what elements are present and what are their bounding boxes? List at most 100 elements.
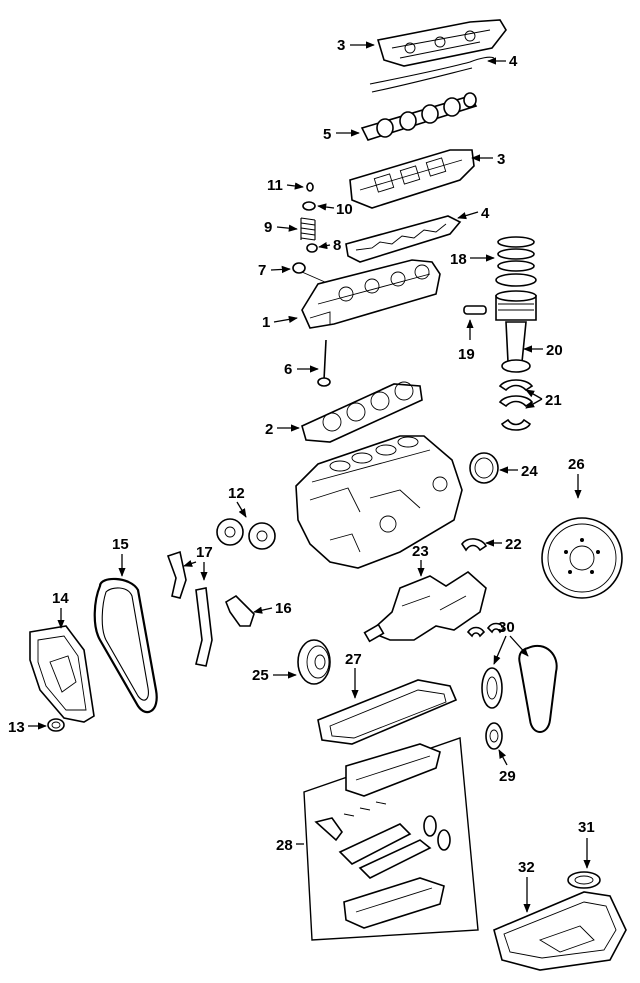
part-18-piston-rings (495, 236, 537, 287)
part-piston (495, 290, 537, 321)
part-3-lower-cam-carrier (349, 149, 475, 209)
part-25-crank-pulley (297, 639, 331, 685)
callout-15-label: 15 (112, 536, 129, 553)
callout-4-upper-label: 4 (509, 53, 518, 70)
callout-2-label: 2 (265, 421, 273, 438)
part-engine-block (295, 435, 463, 569)
part-29-sprocket (485, 722, 503, 750)
part-21-rod-bearings (498, 379, 534, 431)
callout-3-upper-label: 3 (337, 37, 345, 54)
callout-12-label: 12 (228, 485, 245, 502)
callout-13: 13 (8, 719, 47, 736)
part-crank-bearing-shells (466, 622, 506, 638)
callout-22-label: 22 (505, 536, 522, 553)
callout-3-lower-label: 3 (497, 151, 505, 168)
part-28-balance-shaft-kit (303, 737, 479, 941)
callout-10: 10 (317, 201, 353, 218)
part-13-front-seal (47, 718, 65, 732)
callout-15: 15 (112, 536, 129, 577)
callout-26-label: 26 (568, 456, 585, 473)
callout-22: 22 (485, 536, 522, 553)
callout-19-label: 19 (458, 346, 475, 363)
callout-14: 14 (52, 590, 69, 629)
callout-4-lower-label: 4 (481, 205, 490, 222)
callout-12: 12 (228, 485, 247, 518)
callout-11: 11 (267, 177, 304, 194)
callout-16-label: 16 (275, 600, 292, 617)
callout-31-label: 31 (578, 819, 595, 836)
part-10-spring-retainer (302, 201, 316, 211)
part-2-head-gasket (301, 381, 423, 443)
callout-4-upper: 4 (487, 53, 518, 70)
part-27-oil-pan-gasket (317, 679, 458, 745)
callout-25-label: 25 (252, 667, 269, 684)
callout-13-label: 13 (8, 719, 25, 736)
part-4-lower-gasket (345, 215, 462, 263)
callout-21: 21 (525, 389, 562, 409)
callout-11-label: 11 (267, 177, 283, 194)
part-7-spring-seat (292, 262, 335, 287)
callout-24: 24 (499, 463, 538, 480)
callout-20: 20 (523, 342, 563, 359)
callout-8-label: 8 (333, 237, 341, 254)
callout-29-label: 29 (499, 768, 516, 785)
callout-29: 29 (498, 749, 516, 785)
callout-7-label: 7 (258, 262, 266, 279)
part-8-valve-seal (306, 243, 318, 253)
callout-26: 26 (568, 456, 585, 499)
callout-30: 30 (493, 619, 529, 665)
callout-18: 18 (450, 251, 495, 268)
callout-17-label: 17 (196, 544, 213, 561)
callout-7: 7 (258, 262, 291, 279)
part-26-flywheel (541, 517, 623, 599)
callout-17: 17 (183, 544, 213, 581)
callout-24-label: 24 (521, 463, 538, 480)
callout-25: 25 (252, 667, 297, 684)
callout-3-upper: 3 (337, 37, 375, 54)
callout-3-lower: 3 (471, 151, 505, 168)
callout-2: 2 (265, 421, 300, 438)
callout-6-label: 6 (284, 361, 292, 378)
part-31-drain-plug-seal (567, 871, 601, 889)
part-32-oil-pan (493, 891, 627, 971)
callout-23: 23 (412, 543, 429, 577)
part-11-valve-keeper (306, 182, 314, 192)
callout-31: 31 (578, 819, 595, 869)
callout-20-label: 20 (546, 342, 563, 359)
callout-27: 27 (345, 651, 362, 699)
part-22-main-bearing (461, 538, 488, 552)
callout-5-label: 5 (323, 126, 331, 143)
callout-14-label: 14 (52, 590, 69, 607)
callout-32-label: 32 (518, 859, 535, 876)
callout-4-lower: 4 (457, 205, 490, 222)
part-9-valve-spring (300, 217, 316, 241)
part-4-upper-gasket (369, 56, 495, 93)
callout-32: 32 (518, 859, 535, 913)
callout-8: 8 (318, 237, 341, 254)
callout-1-label: 1 (262, 314, 270, 331)
part-3-upper-cam-housing (376, 19, 507, 67)
callout-16: 16 (253, 600, 292, 617)
part-15-timing-belt (93, 577, 158, 714)
part-17-belt-guides (166, 550, 213, 667)
callout-9-label: 9 (264, 219, 272, 236)
callout-9: 9 (264, 219, 298, 236)
part-23-crankshaft (363, 571, 487, 643)
part-20-connecting-rod (501, 321, 531, 373)
part-24-rear-main-seal (469, 452, 499, 484)
callout-19: 19 (458, 319, 475, 363)
part-19-piston-pin (463, 305, 487, 315)
part-1-cylinder-head (301, 259, 441, 329)
callout-10-label: 10 (336, 201, 353, 218)
callout-5: 5 (323, 126, 360, 143)
callout-6: 6 (284, 361, 319, 378)
callout-30-label: 30 (498, 619, 515, 636)
part-5-camshaft (360, 92, 478, 141)
callout-23-label: 23 (412, 543, 429, 560)
callout-1: 1 (262, 314, 298, 331)
callout-28: 28 (276, 837, 304, 854)
callout-18-label: 18 (450, 251, 467, 268)
callout-28-label: 28 (276, 837, 293, 854)
part-12-cam-sprockets (216, 518, 276, 550)
